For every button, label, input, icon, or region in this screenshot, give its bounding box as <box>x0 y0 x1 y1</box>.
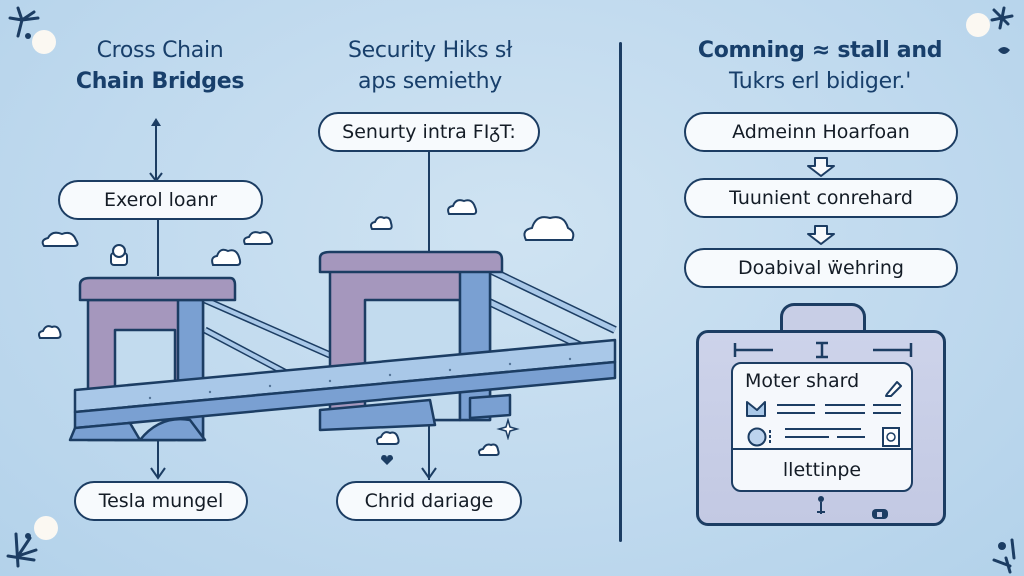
info-card[interactable]: Moter shard llettinpe <box>731 362 913 492</box>
cloud-icon <box>478 443 500 456</box>
title-line-2: Chain Bridges <box>75 69 245 94</box>
node-label: Senurty intra FIᵹT: <box>342 120 516 143</box>
qr-code-icon <box>882 427 900 447</box>
title-line-1: Comning ≈ stall and <box>697 38 943 63</box>
cloud-icon <box>376 431 400 445</box>
step-2[interactable]: Tuunient conrehard <box>684 178 958 218</box>
step-label: Admeinn Hoarfoan <box>732 121 910 143</box>
sparkle-icon <box>496 418 520 440</box>
lock-icon <box>872 509 888 519</box>
arrow-down-icon <box>421 467 437 480</box>
title-line-2: aps semiethy <box>358 69 502 94</box>
text-line <box>837 436 865 438</box>
key-icon <box>817 496 825 514</box>
cloud-icon <box>370 216 393 230</box>
title-line-2: Tukrs erl bidiger.' <box>729 69 911 94</box>
cloud-icon <box>523 216 575 241</box>
title-line-1: Cross Chain <box>96 38 224 63</box>
suspension-bridge-illustration <box>68 250 617 442</box>
text-line <box>825 412 865 414</box>
node-label: Exerol loanr <box>103 189 218 211</box>
heart-icon <box>381 455 393 465</box>
node-label: Tesla mungel <box>98 490 224 512</box>
cloud-icon <box>211 248 242 266</box>
starburst-icon <box>6 532 38 568</box>
starburst-icon <box>992 538 1016 574</box>
right-column-title: Comning ≈ stall and Tukrs erl bidiger.' <box>680 35 960 97</box>
briefcase-handle <box>780 303 866 333</box>
starburst-icon <box>8 6 40 39</box>
cloud-icon <box>38 325 62 339</box>
avatar-circle-icon <box>747 427 771 447</box>
card-footer: llettinpe <box>733 448 911 490</box>
flag-icon <box>746 401 766 417</box>
connector-line <box>428 395 430 480</box>
cloud-icon <box>41 231 79 247</box>
arrow-down-icon <box>807 157 835 177</box>
node-label: Chrid dariage <box>364 490 494 512</box>
cloud-icon <box>243 231 274 245</box>
title-line-1: Security Hiks sł <box>347 38 513 63</box>
step-3[interactable]: Doabival ẅehring <box>684 248 958 288</box>
text-line <box>785 436 829 438</box>
node-senurty-intra[interactable]: Senurty intra FIᵹT: <box>318 112 540 152</box>
connector-line <box>157 220 159 276</box>
briefcase-straps <box>733 341 913 359</box>
connector-line <box>157 420 159 478</box>
robot-icon <box>110 244 128 266</box>
text-line <box>873 412 901 414</box>
middle-column-title: Security Hiks sł aps semiethy <box>310 35 550 97</box>
column-divider <box>619 42 622 542</box>
text-line <box>777 412 815 414</box>
arrow-down-icon <box>150 467 166 480</box>
decor-dot <box>966 13 990 37</box>
card-footer-label: llettinpe <box>782 459 862 481</box>
left-column-title: Cross Chain Chain Bridges <box>60 35 260 97</box>
pencil-icon[interactable] <box>883 378 903 398</box>
decor-dot <box>32 30 56 54</box>
starburst-icon <box>990 6 1014 54</box>
connector-line <box>428 152 430 252</box>
decor-dot <box>34 516 58 540</box>
text-line <box>785 428 861 430</box>
text-line <box>873 404 901 406</box>
cloud-icon <box>447 199 478 215</box>
text-line <box>777 404 815 406</box>
step-label: Doabival ẅehring <box>738 257 904 279</box>
node-tesla-mungel[interactable]: Tesla mungel <box>74 481 248 521</box>
step-label: Tuunient conrehard <box>729 187 913 209</box>
node-exerol-loanr[interactable]: Exerol loanr <box>58 180 263 220</box>
node-chrid-dariage[interactable]: Chrid dariage <box>336 481 522 521</box>
card-title: Moter shard <box>745 370 860 392</box>
text-line <box>825 404 865 406</box>
double-arrow-connector <box>149 118 163 183</box>
step-1[interactable]: Admeinn Hoarfoan <box>684 112 958 152</box>
arrow-down-icon <box>807 225 835 245</box>
